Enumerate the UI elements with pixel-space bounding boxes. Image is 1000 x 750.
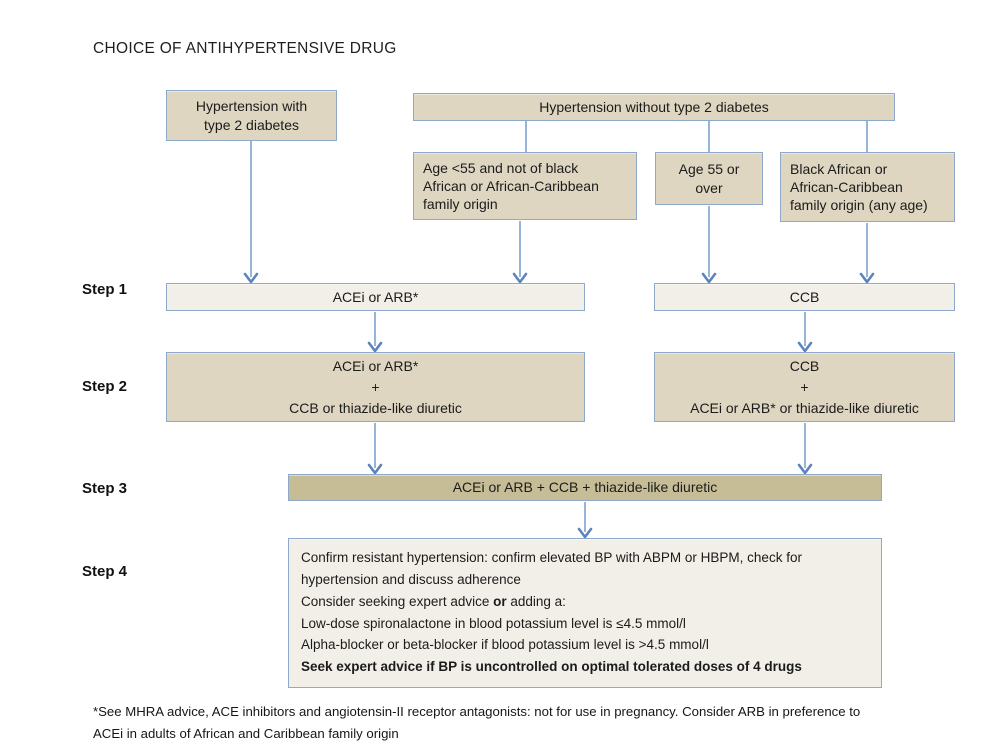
node-step2-ccb-plus-acei: CCB + ACEi or ARB* or thiazide-like diur… xyxy=(654,352,955,422)
step4-line-consider: Consider seeking expert advice or adding… xyxy=(301,593,566,609)
step-label-4: Step 4 xyxy=(82,563,128,580)
arrowhead-icon xyxy=(797,341,813,353)
step4-line-seek-advice: Seek expert advice if BP is uncontrolled… xyxy=(301,659,802,675)
node-hypertension-without-diabetes: Hypertension without type 2 diabetes xyxy=(413,93,895,121)
node-step2-acei-plus-ccb: ACEi or ARB* + CCB or thiazide-like diur… xyxy=(166,352,585,422)
node-age-55-or-over: Age 55 or over xyxy=(655,152,763,205)
arrowhead-icon xyxy=(577,527,593,539)
node-age-under-55: Age <55 and not of black African or Afri… xyxy=(413,152,637,220)
arrowhead-icon xyxy=(367,341,383,353)
step4-line-confirm: Confirm resistant hypertension: confirm … xyxy=(301,550,802,587)
node-step1-ccb: CCB xyxy=(654,283,955,311)
node-hypertension-with-diabetes: Hypertension with type 2 diabetes xyxy=(166,90,337,141)
step-label-2: Step 2 xyxy=(82,378,128,395)
arrowhead-icon xyxy=(797,463,813,475)
node-step4-resistant-hypertension: Confirm resistant hypertension: confirm … xyxy=(288,538,882,688)
step-label-1: Step 1 xyxy=(82,281,128,298)
arrowhead-icon xyxy=(512,272,528,284)
footnote: *See MHRA advice, ACE inhibitors and ang… xyxy=(93,704,861,741)
node-step1-acei-or-arb: ACEi or ARB* xyxy=(166,283,585,311)
step4-line-spironolactone: Low-dose spironalactone in blood potassi… xyxy=(301,615,686,631)
arrowhead-icon xyxy=(367,463,383,475)
step4-line-alpha-beta-blocker: Alpha-blocker or beta-blocker if blood p… xyxy=(301,637,709,653)
node-step3-triple-therapy: ACEi or ARB + CCB + thiazide-like diuret… xyxy=(288,474,882,501)
step-label-3: Step 3 xyxy=(82,480,128,497)
node-black-african-origin: Black African or African-Caribbean famil… xyxy=(780,152,955,222)
arrowhead-icon xyxy=(701,272,717,284)
arrowhead-icon xyxy=(243,272,259,284)
page-title: CHOICE OF ANTIHYPERTENSIVE DRUG xyxy=(93,40,397,57)
arrowhead-icon xyxy=(859,272,875,284)
